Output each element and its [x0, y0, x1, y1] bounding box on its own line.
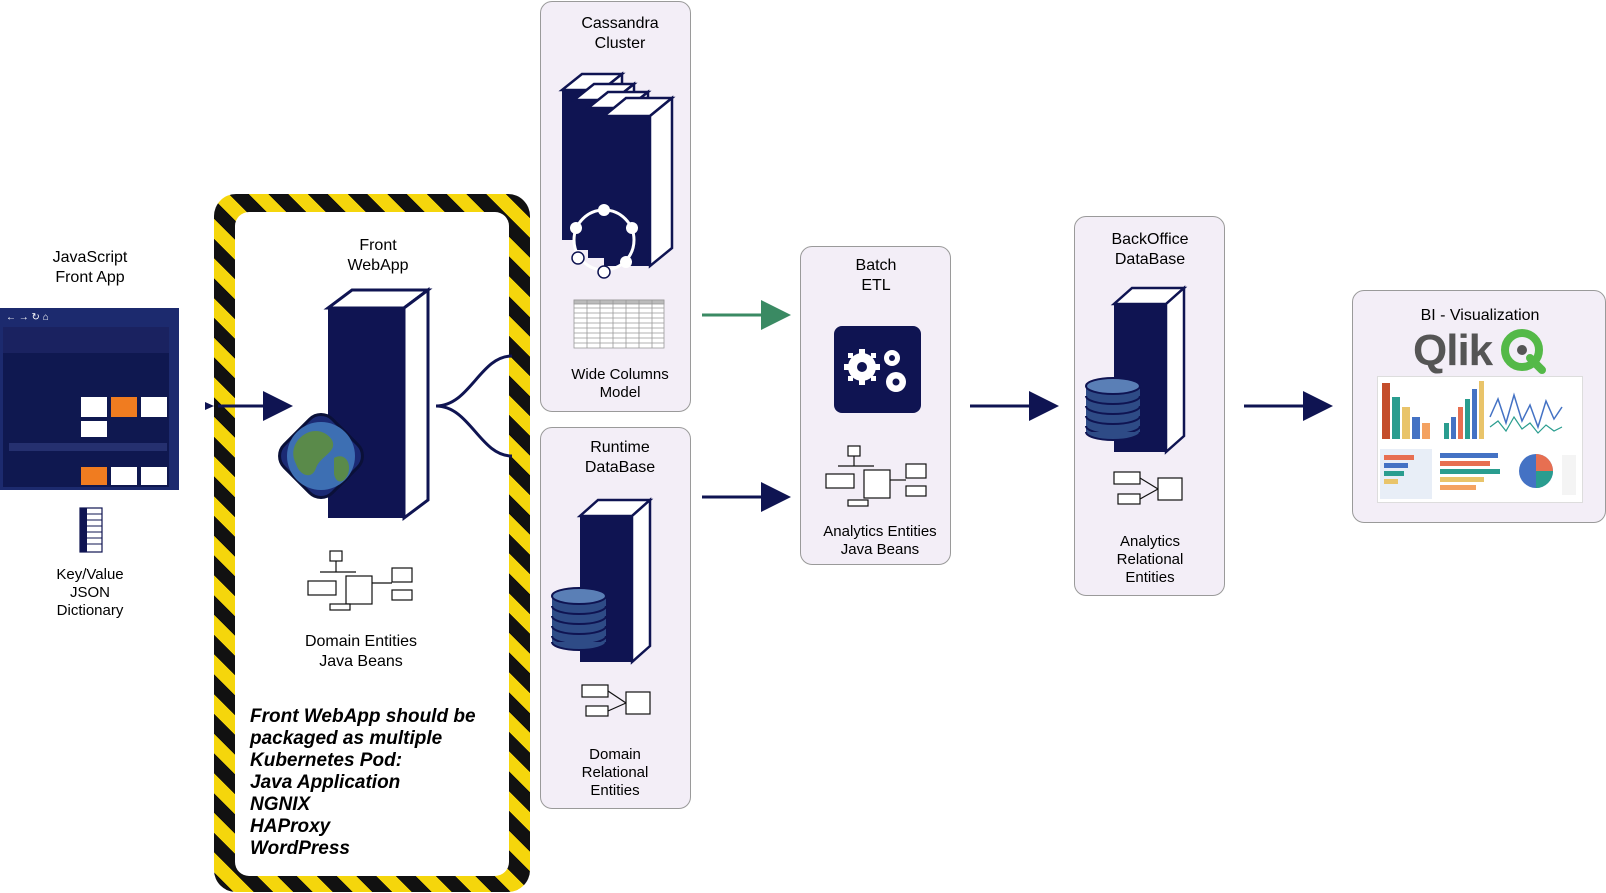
- packaging-note: Front WebApp should be packaged as multi…: [250, 706, 510, 860]
- batch-etl-caption: Analytics Entities Java Beans: [823, 523, 937, 558]
- note-line: HAProxy: [250, 816, 331, 837]
- note-line: NGNIX: [250, 794, 311, 815]
- cassandra-cluster-icon: [558, 71, 676, 279]
- globe-icon: [278, 413, 364, 499]
- note-line: Java Application: [250, 772, 401, 793]
- analytics-class-diagram-icon: [825, 445, 927, 507]
- note-line: WordPress: [250, 838, 350, 859]
- front-webapp-title: Front WebApp: [347, 237, 409, 274]
- js-app-caption: Key/Value JSON Dictionary: [56, 566, 124, 619]
- relational-entities-icon: [581, 684, 651, 717]
- qlik-logo-icon: [1501, 329, 1546, 374]
- gears-icon: [834, 326, 921, 413]
- class-diagram-icon: [307, 550, 413, 611]
- qlik-wordmark: Qlik: [1413, 326, 1493, 375]
- note-line: Kubernetes Pod:: [250, 750, 403, 771]
- front-webapp-caption: Domain Entities Java Beans: [304, 633, 418, 670]
- cassandra-title: Cassandra Cluster: [581, 15, 659, 52]
- key-value-icon: [79, 507, 103, 553]
- arrow-js-webapp: [205, 391, 293, 421]
- note-line: packaged as multiple: [250, 728, 443, 749]
- bi-dashboard-thumbnail: [1377, 376, 1583, 503]
- bi-title: BI - Visualization: [1420, 307, 1540, 324]
- runtime-db-caption: Domain Relational Entities: [581, 746, 649, 799]
- note-line: Front WebApp should be: [250, 706, 476, 727]
- app-screenshot-body: [3, 327, 169, 487]
- batch-etl-title: Batch ETL: [855, 257, 897, 294]
- cassandra-caption: Wide Columns Model: [571, 366, 669, 401]
- browser-nav-icons: ← → ↻ ⌂: [6, 312, 49, 323]
- runtime-db-title: Runtime DataBase: [584, 439, 656, 476]
- backoffice-db-title: BackOffice DataBase: [1111, 231, 1189, 268]
- database-server-icon: [551, 497, 654, 665]
- js-app-title: JavaScript Front App: [52, 249, 128, 286]
- table-grid-icon: [573, 299, 665, 349]
- backoffice-database-icon: [1085, 285, 1188, 455]
- backoffice-db-caption: Analytics Relational Entities: [1116, 533, 1184, 586]
- javascript-app-screenshot: ← → ↻ ⌂: [0, 308, 179, 490]
- arrow-webapp-split: [435, 354, 513, 458]
- analytics-relational-icon: [1113, 471, 1183, 505]
- server-tower-icon: [323, 287, 433, 521]
